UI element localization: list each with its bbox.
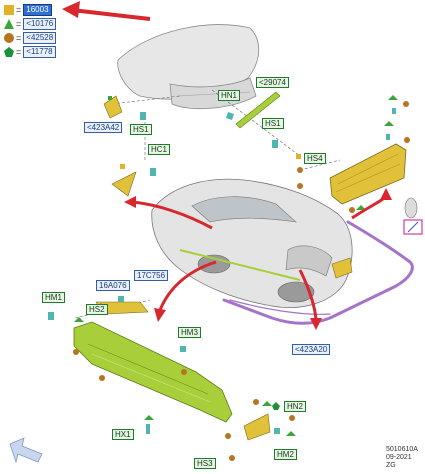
tag-29074[interactable]: <29074 — [256, 77, 289, 88]
weatherstrip-seals — [222, 220, 414, 325]
tag-hs2[interactable]: HS2 — [86, 304, 108, 315]
tag-hs1-left[interactable]: HS1 — [130, 124, 152, 135]
square-icon — [4, 5, 14, 15]
legend-pointer-arrow — [62, 1, 151, 21]
legend-equals: = — [16, 5, 22, 15]
tag-17c756[interactable]: 17C756 — [134, 270, 169, 281]
rear-lower-bracket — [229, 399, 296, 461]
legend-row-square: = 16003 — [4, 4, 52, 16]
reference-code: 5010610A — [386, 446, 418, 453]
tag-hs3[interactable]: HS3 — [194, 458, 216, 469]
reference-date: 09-2021 — [386, 454, 412, 461]
legend-code: <42528 — [23, 32, 57, 44]
circle-icon — [4, 33, 14, 43]
tag-hs4[interactable]: HS4 — [304, 153, 326, 164]
pentagon-icon — [4, 47, 14, 57]
assembly-arrowheads — [124, 188, 392, 330]
legend-equals: = — [16, 33, 22, 43]
tag-hc1[interactable]: HC1 — [148, 144, 171, 155]
reference-author: ZG — [386, 462, 396, 469]
tag-hn2[interactable]: HN2 — [284, 401, 307, 412]
bracket-left — [103, 95, 146, 120]
tag-hm1[interactable]: HM1 — [42, 292, 65, 303]
legend-row-pentagon: = <11778 — [4, 46, 56, 58]
tag-hx1[interactable]: HX1 — [112, 429, 134, 440]
legend-code: <11778 — [23, 46, 56, 58]
rear-emblem — [403, 197, 423, 235]
reference-block: 5010610A 09-2021 ZG — [386, 446, 418, 470]
trim-strip — [226, 91, 281, 148]
legend-row-triangle: = <10176 — [4, 18, 57, 30]
bracket-hc1 — [111, 164, 156, 197]
legend-equals: = — [16, 19, 22, 29]
rear-panel — [296, 143, 407, 213]
front-direction-arrow — [9, 437, 43, 464]
legend-code: <10176 — [23, 18, 57, 30]
tag-423a42[interactable]: <423A42 — [84, 122, 123, 133]
trunk-lid-illustration — [117, 24, 260, 110]
tag-16a076[interactable]: 16A076 — [96, 280, 130, 291]
tag-hm3[interactable]: HM3 — [178, 327, 201, 338]
tag-423a20[interactable]: <423A20 — [292, 344, 331, 355]
side-skirt — [48, 312, 233, 439]
tag-hm2[interactable]: HM2 — [274, 449, 297, 460]
fasteners-right-top — [384, 95, 410, 143]
car-body-illustration — [151, 178, 353, 308]
legend-code: 16003 — [23, 4, 52, 16]
legend-row-circle: = <42528 — [4, 32, 57, 44]
tag-hn1[interactable]: HN1 — [218, 90, 241, 101]
legend-equals: = — [16, 47, 22, 57]
tag-hs1-right[interactable]: HS1 — [262, 118, 284, 129]
triangle-icon — [4, 19, 14, 29]
